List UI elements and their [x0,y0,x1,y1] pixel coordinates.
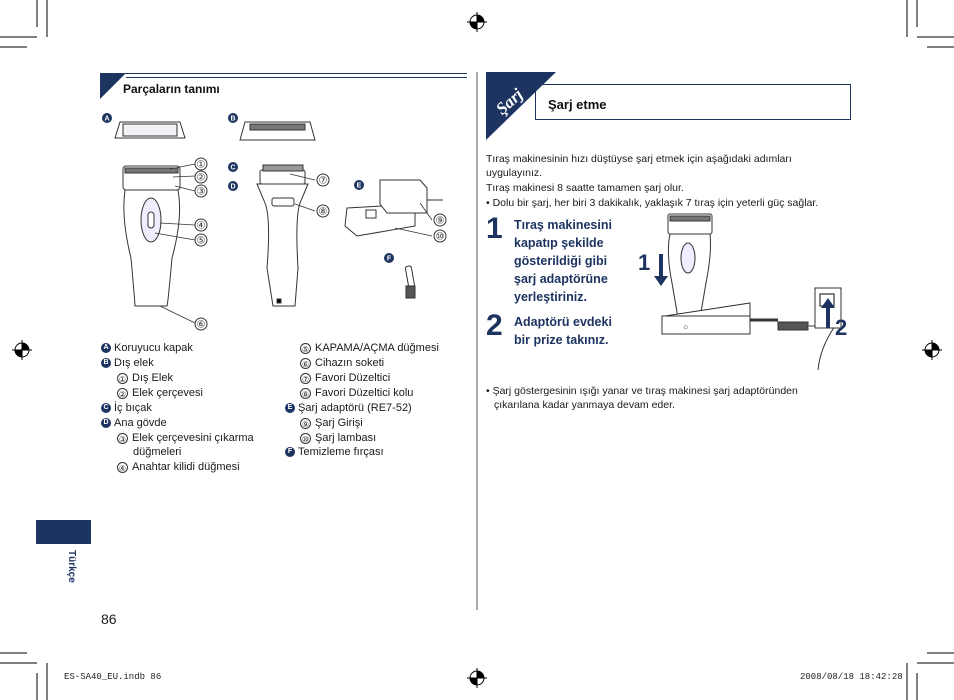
note-line-2: çıkarılana kadar yanmaya devam eder. [494,399,675,411]
footer-timestamp: 2008/08/18 18:42:28 [800,672,903,682]
language-tab-label: Türkçe [66,550,77,583]
section-title-charging: Şarj etme [548,97,607,112]
intro-line-2: uygulayınız. [486,167,543,179]
svg-text:☼: ☼ [682,322,689,331]
intro-line-1: Tıraş makinesinin hızı düştüyse şarj etm… [486,153,792,165]
figure-label-2: 2 [835,315,847,340]
section-title-parts: Parçaların tanımı [123,82,220,96]
language-tab [36,520,91,544]
svg-text:②: ② [197,173,206,184]
svg-text:⑧: ⑧ [319,207,328,218]
intro-line-4: • Dolu bir şarj, her biri 3 dakikalık, y… [486,197,819,209]
step-2-line-2: bir prize takınız. [514,333,609,347]
part-item-3-cont: düğmeleri [133,446,182,458]
footer-filename: ES-SA40_EU.indb 86 [64,672,162,682]
svg-text:⑤: ⑤ [197,236,206,247]
svg-text:④: ④ [197,221,206,232]
svg-text:⑩: ⑩ [436,232,445,243]
step-1-line-1: Tıraş makinesini [514,218,612,232]
step-2-line-1: Adaptörü evdeki [514,315,612,329]
svg-text:③: ③ [197,187,206,198]
step-1-number: 1 [486,212,503,245]
step-1-line-4: şarj adaptörüne [514,272,608,286]
shaver-parts-illustration: A B C D E F [102,113,447,331]
intro-line-3: Tıraş makinesi 8 saatte tamamen şarj olu… [486,182,684,194]
section-title-box [535,84,851,120]
step-2-number: 2 [486,309,503,342]
svg-text:①: ① [197,160,206,171]
step-1-line-3: gösterildiği gibi [514,254,608,268]
charge-tab-triangle [486,72,556,140]
badge-a: A [104,116,109,123]
badge-b: B [230,116,235,123]
badge-f: F [387,256,392,263]
svg-text:⑨: ⑨ [436,216,445,227]
charging-illustration: ☼ 1 2 [638,213,847,371]
svg-text:⑥: ⑥ [197,320,206,331]
step-1-line-2: kapatıp şekilde [514,236,604,250]
badge-e: E [357,183,362,190]
badge-c: C [230,165,235,172]
note-line-1: • Şarj göstergesinin ışığı yanar ve tıra… [486,385,798,397]
section-header-triangle [100,73,126,99]
svg-text:⑦: ⑦ [319,176,328,187]
step-1-line-5: yerleştiriniz. [514,290,587,304]
badge-d: D [230,184,235,191]
page-number: 86 [101,611,117,627]
figure-label-1: 1 [638,250,650,275]
